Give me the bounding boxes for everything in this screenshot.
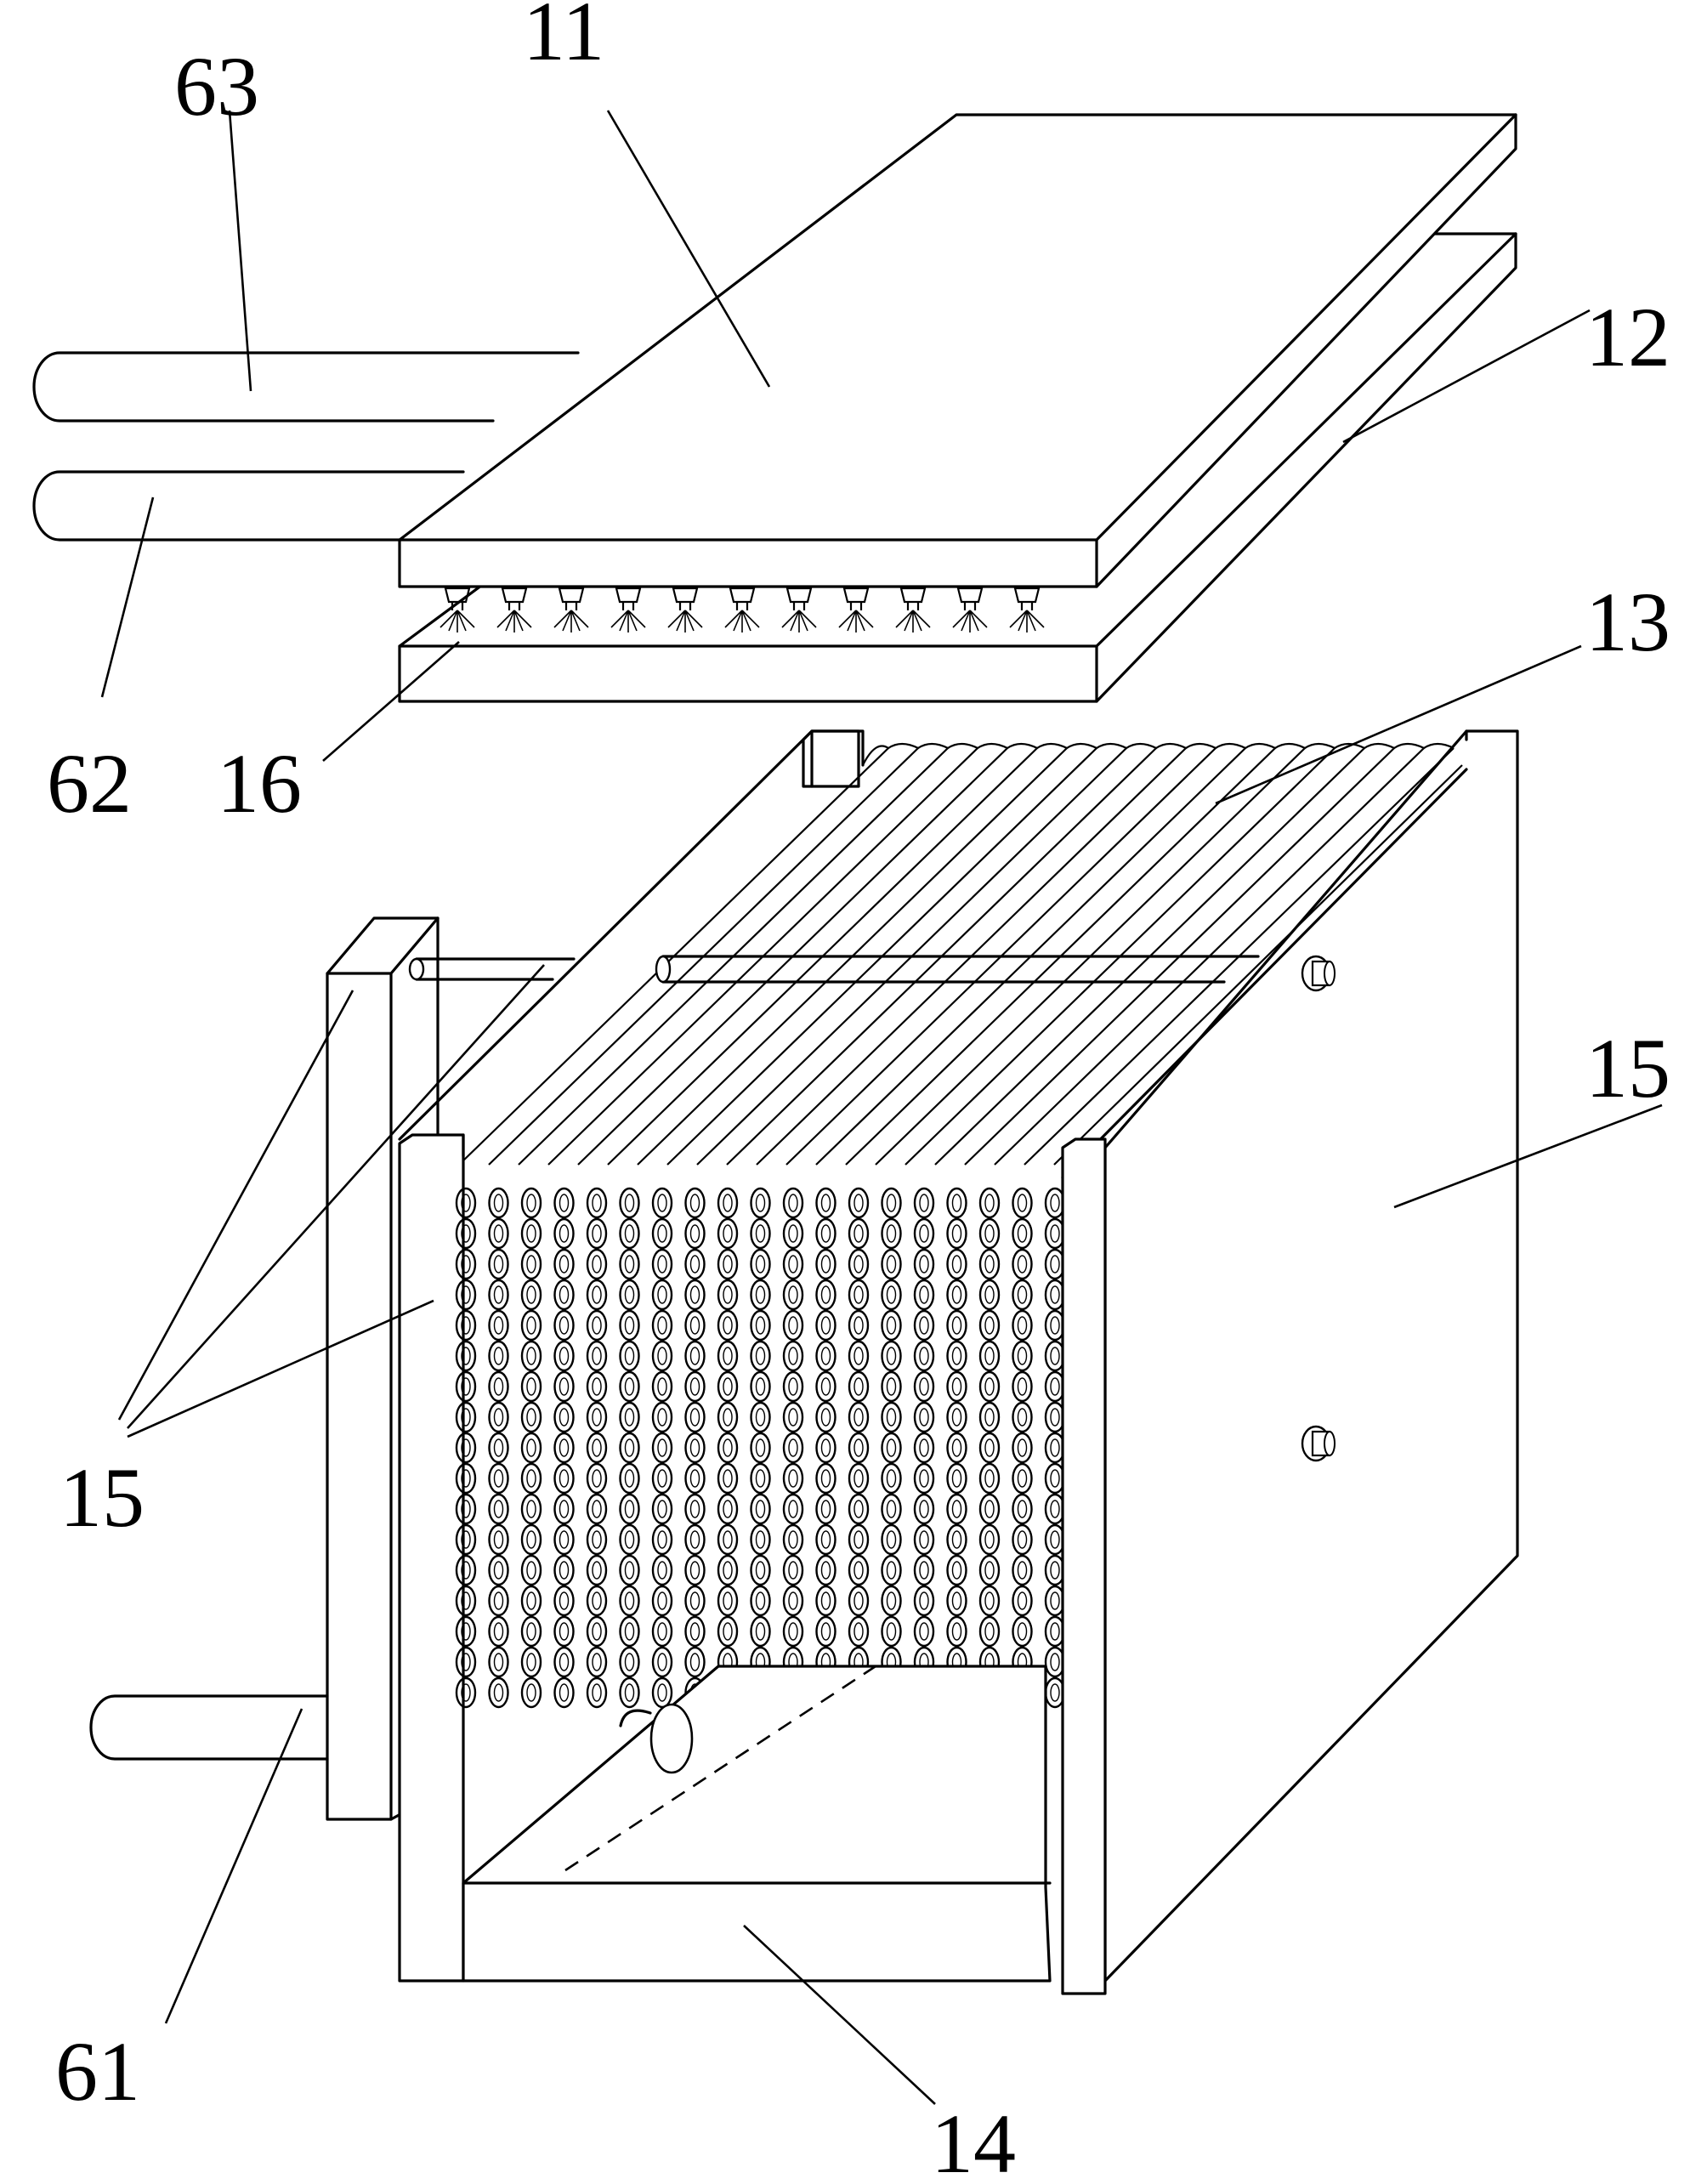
plate-11 [398,113,1517,588]
coil-ring-column [980,1188,999,1707]
side-panel-front-left-15 [398,1133,465,1983]
label-62: 62 [47,736,132,831]
coil-ring-column [718,1188,737,1707]
coil-ring-column [587,1188,606,1707]
coil-ring-column [915,1188,933,1707]
coil-ring-column [784,1188,802,1707]
label-12: 12 [1585,290,1670,384]
coil-ring-column [849,1188,868,1707]
side-panel-front-right [1061,1137,1107,1995]
label-14: 14 [931,2096,1016,2184]
label-15-right: 15 [1585,1021,1670,1115]
coil-ring-column [686,1188,705,1707]
coil-ring-column [522,1188,541,1707]
coil-ring-column [1013,1188,1032,1707]
coil-ring-column [882,1188,901,1707]
pipe-63 [32,351,580,423]
coil-ring-column [490,1188,508,1707]
label-11: 11 [523,0,604,78]
leader-lines [100,110,1663,2105]
label-13: 13 [1585,575,1670,669]
coil-ring-column [948,1188,967,1707]
tie-rod [408,955,1260,984]
bolt-upper [1301,955,1336,992]
back-plate [802,729,860,788]
label-15-left: 15 [60,1450,145,1545]
label-16: 16 [217,736,302,831]
pipe-62 [32,470,465,542]
coil-ring-column [653,1188,672,1707]
bolt-lower [1301,1425,1336,1462]
side-panel-right-15 [1103,729,1519,1983]
basin-14 [462,1665,1052,1983]
coil-ring-bank [455,1187,1064,1709]
label-63: 63 [174,39,259,133]
label-61: 61 [55,2024,140,2119]
coil-ring-column [555,1188,574,1707]
pipe-61 [89,1694,329,1761]
coil-ring-column [817,1188,836,1707]
coil-ring-column [621,1188,639,1707]
coil-ring-column [751,1188,770,1707]
